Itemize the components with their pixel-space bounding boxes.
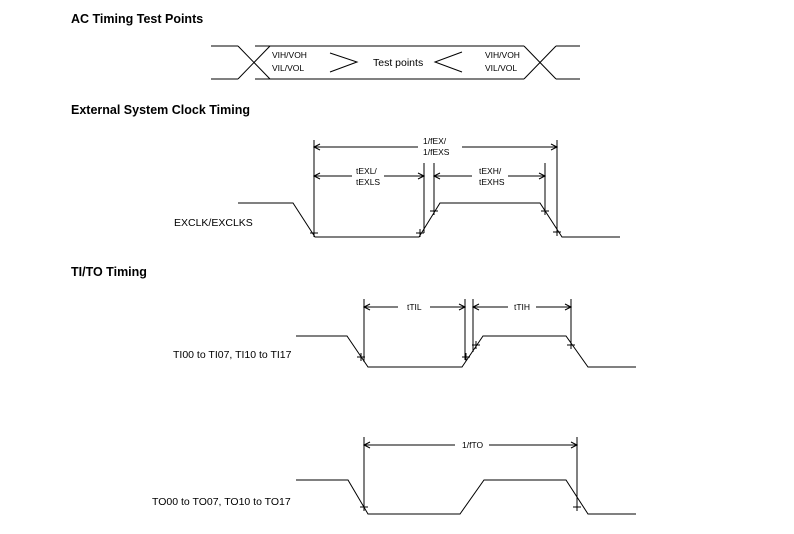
to-ref-ticks [360,503,581,511]
ti-signal-label: TI00 to TI07, TI10 to TI17 [173,349,292,361]
tito-timing-heading: TI/TO Timing [71,265,147,279]
ti-dimension-lines [362,303,573,311]
ti-ref-ticks [357,341,575,361]
to-dimension-lines [362,441,579,449]
ac-timing-heading: AC Timing Test Points [71,12,204,26]
ac-left-high-level-label: VIH/VOH [272,50,307,60]
ac-left-low-level-label: VIL/VOL [272,63,305,73]
to-waveform [296,479,636,515]
exclk-low-width-label-2: tEXLS [356,177,381,187]
exclk-dimension-lines [312,143,559,180]
exclk-extension-lines [313,140,558,235]
clock-timing-heading: External System Clock Timing [71,103,250,117]
ac-test-arrows [329,51,463,73]
ti-waveform [296,335,636,368]
ac-right-low-level-label: VIL/VOL [485,63,518,73]
exclk-ref-ticks [310,207,561,237]
to-signal-label: TO00 to TO07, TO10 to TO17 [152,496,291,508]
to-extension-lines [363,437,578,511]
exclk-high-width-label-1: tEXH/ [479,166,502,176]
ti-high-width-label: tTIH [514,302,531,312]
exclk-low-width-label-1: tEXL/ [356,166,377,176]
ac-right-high-level-label: VIH/VOH [485,50,520,60]
ti-extension-lines [363,299,572,362]
exclk-signal-label: EXCLK/EXCLKS [174,217,253,229]
test-points-label: Test points [373,57,424,69]
to-period-label: 1/fTO [462,440,484,450]
exclk-period-label-1: 1/fEX/ [423,136,447,146]
ti-low-width-label: tTIL [407,302,422,312]
ac-test-waveform [211,45,580,80]
exclk-high-width-label-2: tEXHS [479,177,505,187]
exclk-period-label-2: 1/fEXS [423,147,450,157]
exclk-waveform [238,202,620,238]
